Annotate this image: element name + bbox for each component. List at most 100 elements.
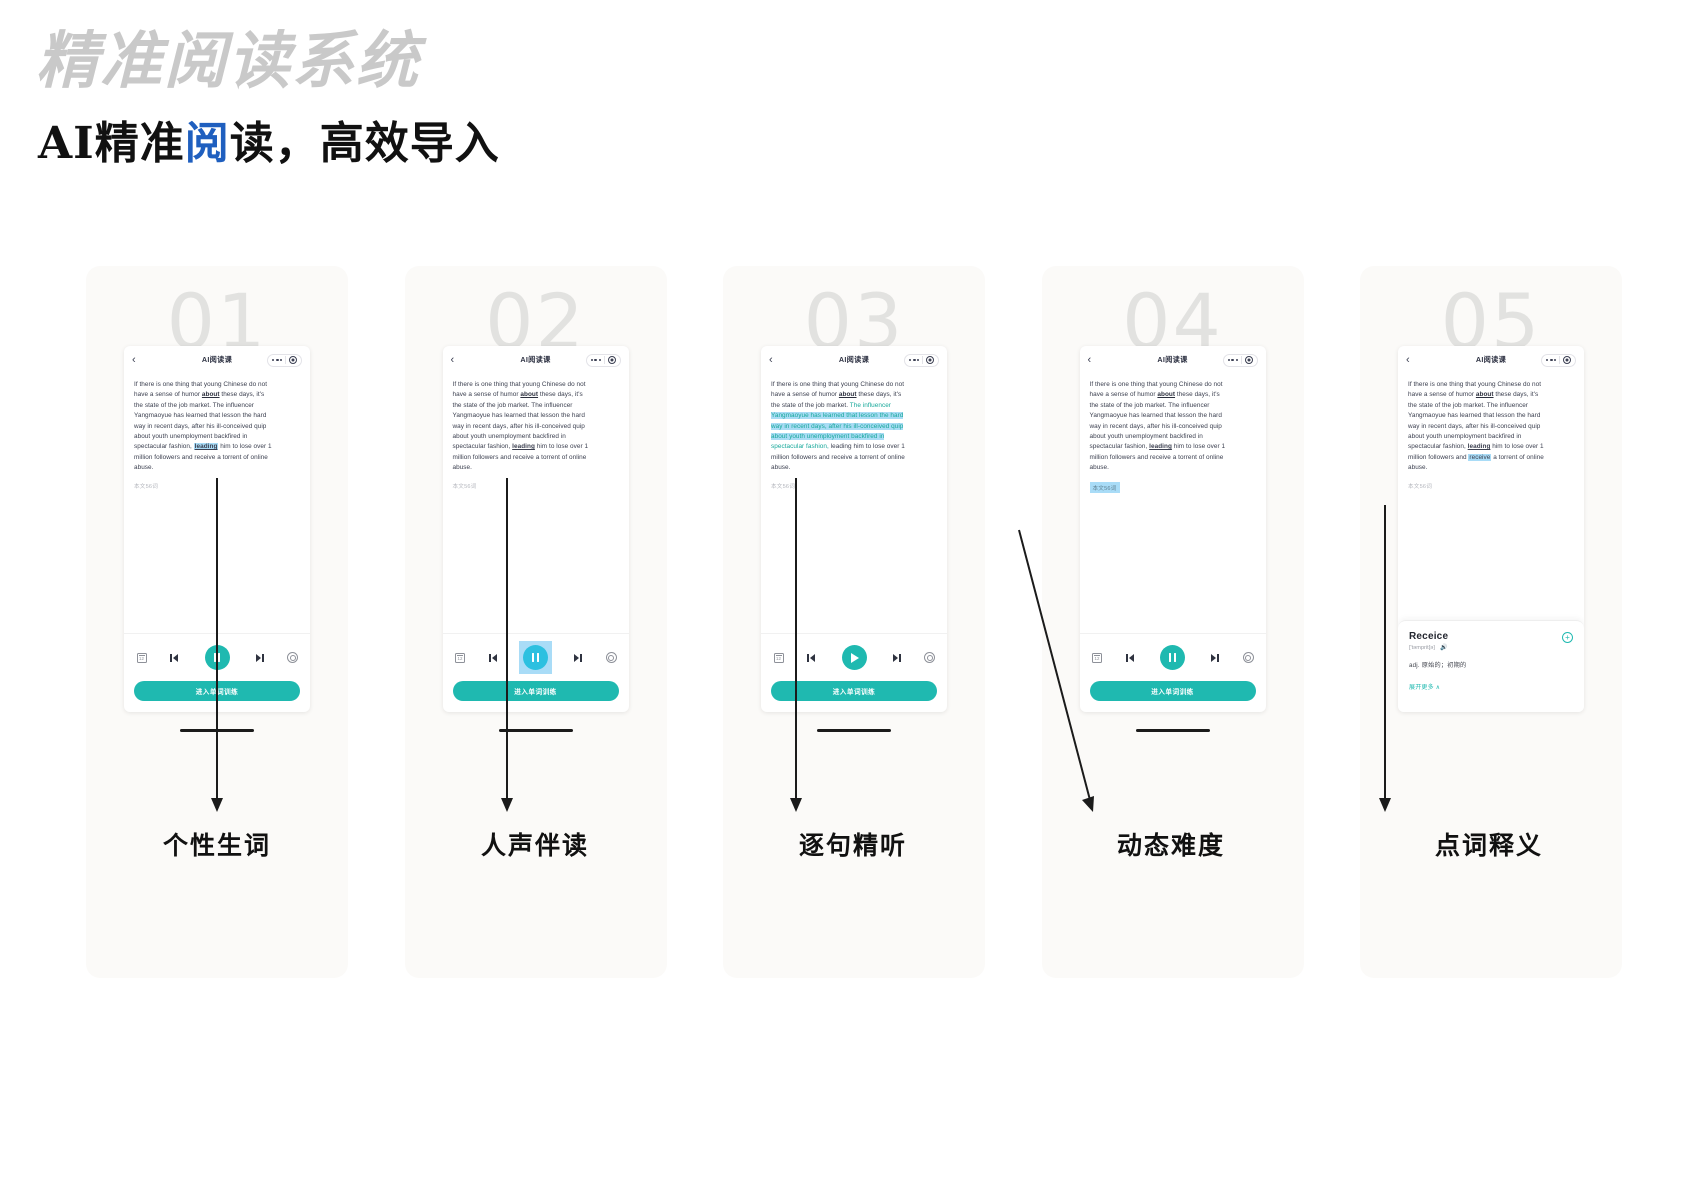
next-track-icon[interactable] [1211,653,1220,662]
play-button-wrap[interactable] [1156,641,1189,674]
next-track-icon[interactable] [892,653,901,662]
home-indicator [817,729,891,732]
target-icon[interactable] [1244,356,1253,364]
target-icon[interactable] [607,356,616,364]
player-bar: 12 [124,633,310,681]
target-icon[interactable] [289,356,297,364]
previous-track-icon[interactable] [170,653,179,662]
capsule-menu[interactable] [1541,353,1576,367]
capsule-menu[interactable] [585,353,621,367]
capsule-menu[interactable] [1222,353,1258,367]
page-title-prefix: AI精准 [38,118,185,169]
word-count-badge: 本文56词 [1089,482,1120,494]
phone-body: If there is one thing that young Chinese… [124,374,310,633]
play-pause-button[interactable] [841,645,867,670]
capsule-divider [1559,356,1560,364]
capsule-menu[interactable] [904,353,939,367]
home-indicator [498,729,573,732]
word-count-badge: 本文56词 [134,484,159,491]
more-dots-icon[interactable] [1227,359,1238,361]
more-dots-icon[interactable] [909,359,920,361]
settings-circle-icon[interactable] [923,651,936,664]
play-pause-button[interactable] [1160,645,1185,670]
capsule-menu[interactable] [267,353,302,367]
phone-header-title: AI阅读课 [1157,355,1188,364]
calendar-glyph: 12 [136,652,147,663]
play-button-wrap[interactable] [201,641,234,674]
pause-icon [213,653,221,662]
settings-glyph [605,652,617,663]
enter-word-training-button[interactable]: 进入单词训练 [771,681,937,701]
chevron-left-icon[interactable]: ‹ [769,353,773,366]
calendar-glyph: 12 [773,652,784,663]
phone-body: If there is one thing that young Chinese… [1080,374,1266,633]
phone-header: ‹AI阅读课 [443,346,629,374]
calendar-12-icon[interactable]: 12 [135,651,148,664]
more-dots-icon[interactable] [272,359,283,361]
ghost-title: 精准阅读系统 [36,24,421,97]
player-bar: 12 [761,633,947,681]
feature-label: 点词释义 [1434,831,1543,860]
player-bar: 12 [1079,633,1266,681]
phone-body: If there is one thing that young Chinese… [761,374,947,633]
chevron-left-icon[interactable]: ‹ [450,353,455,366]
speaker-icon[interactable]: 🔊 [1439,645,1448,651]
target-icon[interactable] [926,356,934,364]
phone-body: If there is one thing that young Chinese… [443,374,629,633]
dictionary-panel: Receice['təmprit[ə]🔊adj. 原始的；初期的展开更多 ∧+ [1398,620,1584,712]
passage-text: If there is one thing that young Chinese… [134,381,272,471]
capsule-divider [922,356,923,364]
phone-header: ‹ AI阅读课 [1398,346,1584,374]
plus-circle-icon[interactable]: + [1562,632,1573,643]
feature-label: 个性生词 [162,831,271,860]
settings-circle-icon[interactable] [1242,651,1255,664]
play-pause-button[interactable] [523,645,548,670]
phone-header: ‹ AI阅读课 [1080,346,1266,374]
dictionary-word: Receice [1409,631,1449,642]
previous-track-icon[interactable] [488,653,497,662]
calendar-12-icon[interactable]: 12 [772,651,785,664]
chevron-left-icon[interactable]: ‹ [132,353,136,366]
passage-text: If there is one thing that young Chinese… [1408,381,1544,471]
target-icon[interactable] [1563,356,1571,364]
phone-header-title: AI阅读课 [838,355,870,364]
pause-icon [532,653,539,662]
chevron-left-icon[interactable]: ‹ [1406,353,1410,366]
play-button-wrap[interactable] [519,641,552,674]
phone-header-title: AI阅读课 [1475,355,1507,364]
chevron-left-icon[interactable]: ‹ [1087,353,1092,366]
next-track-icon[interactable] [255,653,264,662]
play-pause-button[interactable] [204,645,230,670]
more-dots-icon[interactable] [1546,359,1557,361]
dictionary-phonetic-row: ['təmprit[ə]🔊 [1409,645,1573,651]
phone-mock: ‹ AI阅读课 If there is one thing that young C… [761,346,947,712]
calendar-glyph: 12 [455,652,465,663]
more-dots-icon[interactable] [590,359,601,361]
phone-header: ‹ AI阅读课 [761,346,947,374]
calendar-12-icon[interactable]: 12 [1091,651,1104,664]
settings-circle-icon[interactable] [605,651,618,664]
settings-circle-icon[interactable] [286,651,299,664]
next-track-icon[interactable] [574,653,583,662]
enter-word-training-button[interactable]: 进入单词训练 [452,681,619,701]
phone-body: If there is one thing that young Chinese… [1398,374,1584,620]
play-icon [851,652,859,663]
play-button-wrap[interactable] [838,641,871,674]
enter-word-training-button[interactable]: 进入单词训练 [1089,681,1256,701]
settings-glyph [924,652,935,663]
calendar-12-icon[interactable]: 12 [454,651,467,664]
previous-track-icon[interactable] [1125,653,1134,662]
player-bar: 12 [442,633,629,681]
passage-text: If there is one thing that young Chinese… [1089,381,1226,471]
enter-word-training-button[interactable]: 进入单词训练 [134,681,300,701]
previous-track-icon[interactable] [807,653,816,662]
dictionary-expand-link[interactable]: 展开更多 ∧ [1409,685,1441,691]
feature-label: 动态难度 [1116,831,1225,860]
word-count-badge: 本文56词 [452,484,477,491]
